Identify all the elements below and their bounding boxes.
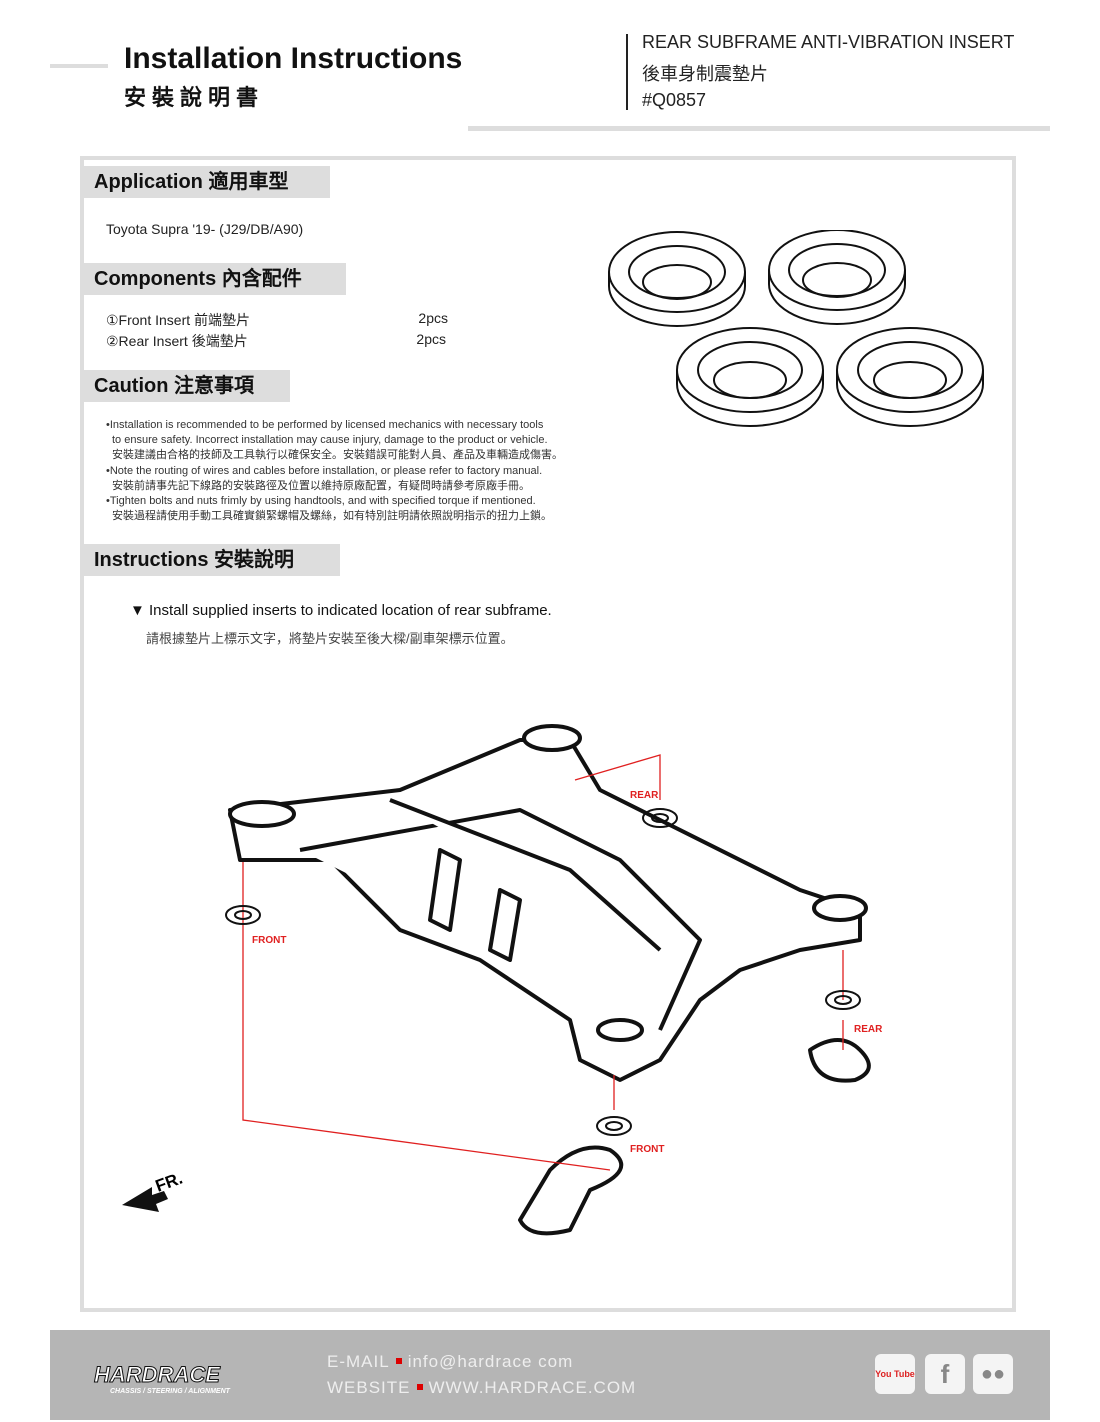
component-item: ②Rear Insert 後端墊片 2pcs <box>106 331 446 351</box>
wechat-icon[interactable]: ●● <box>973 1354 1013 1394</box>
email-label: E-MAIL <box>327 1352 390 1371</box>
part-number: #Q0857 <box>642 90 707 110</box>
website-label: WEBSITE <box>327 1378 411 1397</box>
footer: HARDRACE CHASSIS / STEERING / ALIGNMENT … <box>50 1330 1050 1420</box>
facebook-icon[interactable]: f <box>925 1354 965 1394</box>
brand-tagline: CHASSIS / STEERING / ALIGNMENT <box>110 1388 230 1395</box>
rear-label: REAR <box>630 790 659 801</box>
component-qty: 2pcs <box>418 310 448 326</box>
insert-icon <box>768 230 906 325</box>
subframe-illustration <box>228 724 871 1236</box>
component-label: ①Front Insert 前端墊片 <box>106 312 251 328</box>
instructions-heading: Instructions 安裝說明 <box>84 544 340 576</box>
rear-label: REAR <box>854 1024 883 1035</box>
brand-logo: HARDRACE <box>94 1362 221 1388</box>
component-label: ②Rear Insert 後端墊片 <box>106 333 248 349</box>
vehicle-fitment: Toyota Supra '19- (J29/DB/A90) <box>106 221 304 237</box>
caution-line: 安裝過程請使用手動工具確實鎖緊螺帽及螺絲，如有特別註明請依照說明指示的扭力上鎖。 <box>112 510 552 523</box>
subframe-diagram: REAR FRONT REAR FRONT FR. <box>122 724 883 1236</box>
divider <box>50 64 108 68</box>
product-name-zh: 後車身制震墊片 <box>642 64 768 84</box>
inserts-illustration <box>608 230 984 427</box>
insert-icon <box>836 327 984 427</box>
insert-icon <box>676 327 824 427</box>
instruction-step-zh: 請根據墊片上標示文字，將墊片安裝至後大樑/副車架標示位置。 <box>146 631 514 646</box>
insert-callouts <box>225 808 861 1136</box>
website-link[interactable]: WWW.HARDRACE.COM <box>428 1378 637 1397</box>
components-heading: Components 內含配件 <box>84 263 346 295</box>
divider <box>468 126 1050 131</box>
caution-line: 安裝前請事先記下線路的安裝路徑及位置以維持原廠配置，有疑問時請參考原廠手冊。 <box>112 479 530 492</box>
email-link[interactable]: info@hardrace com <box>407 1352 574 1371</box>
page-title: Installation Instructions <box>124 42 463 75</box>
email-row: E-MAIL info@hardrace com <box>327 1352 573 1372</box>
caution-line: •Note the routing of wires and cables be… <box>106 464 543 477</box>
direction-label: FR. <box>153 1169 185 1196</box>
insert-icon <box>608 231 746 327</box>
youtube-text: You Tube <box>875 1369 915 1379</box>
website-row: WEBSITE WWW.HARDRACE.COM <box>327 1378 636 1398</box>
divider <box>626 34 628 110</box>
product-name: REAR SUBFRAME ANTI-VIBRATION INSERT <box>642 32 1015 52</box>
content-frame <box>80 156 1016 1312</box>
callout-lines <box>242 754 844 1171</box>
caution-line: to ensure safety. Incorrect installation… <box>112 434 548 447</box>
page-title-zh: 安裝說明書 <box>124 85 265 110</box>
caution-line: •Installation is recommended to be perfo… <box>106 419 544 431</box>
youtube-icon[interactable]: You Tube <box>875 1354 915 1394</box>
front-label: FRONT <box>630 1144 664 1155</box>
caution-heading: Caution 注意事項 <box>84 370 290 402</box>
instruction-step: ▼ Install supplied inserts to indicated … <box>130 602 552 619</box>
caution-line: •Tighten bolts and nuts frimly by using … <box>106 495 536 508</box>
caution-line: 安裝建議由合格的技師及工具執行以確保安全。安裝錯誤可能對人員、產品及車輛造成傷害… <box>112 449 563 462</box>
component-item: ①Front Insert 前端墊片 2pcs <box>106 310 448 330</box>
mount-bracket-rear <box>808 1038 871 1083</box>
front-arrow-icon <box>122 1187 168 1212</box>
front-label: FRONT <box>252 935 286 946</box>
application-heading: Application 適用車型 <box>84 166 330 198</box>
mount-bracket-front <box>518 1145 624 1236</box>
caution-text: •Installation is recommended to be perfo… <box>106 418 606 524</box>
component-qty: 2pcs <box>416 331 446 347</box>
